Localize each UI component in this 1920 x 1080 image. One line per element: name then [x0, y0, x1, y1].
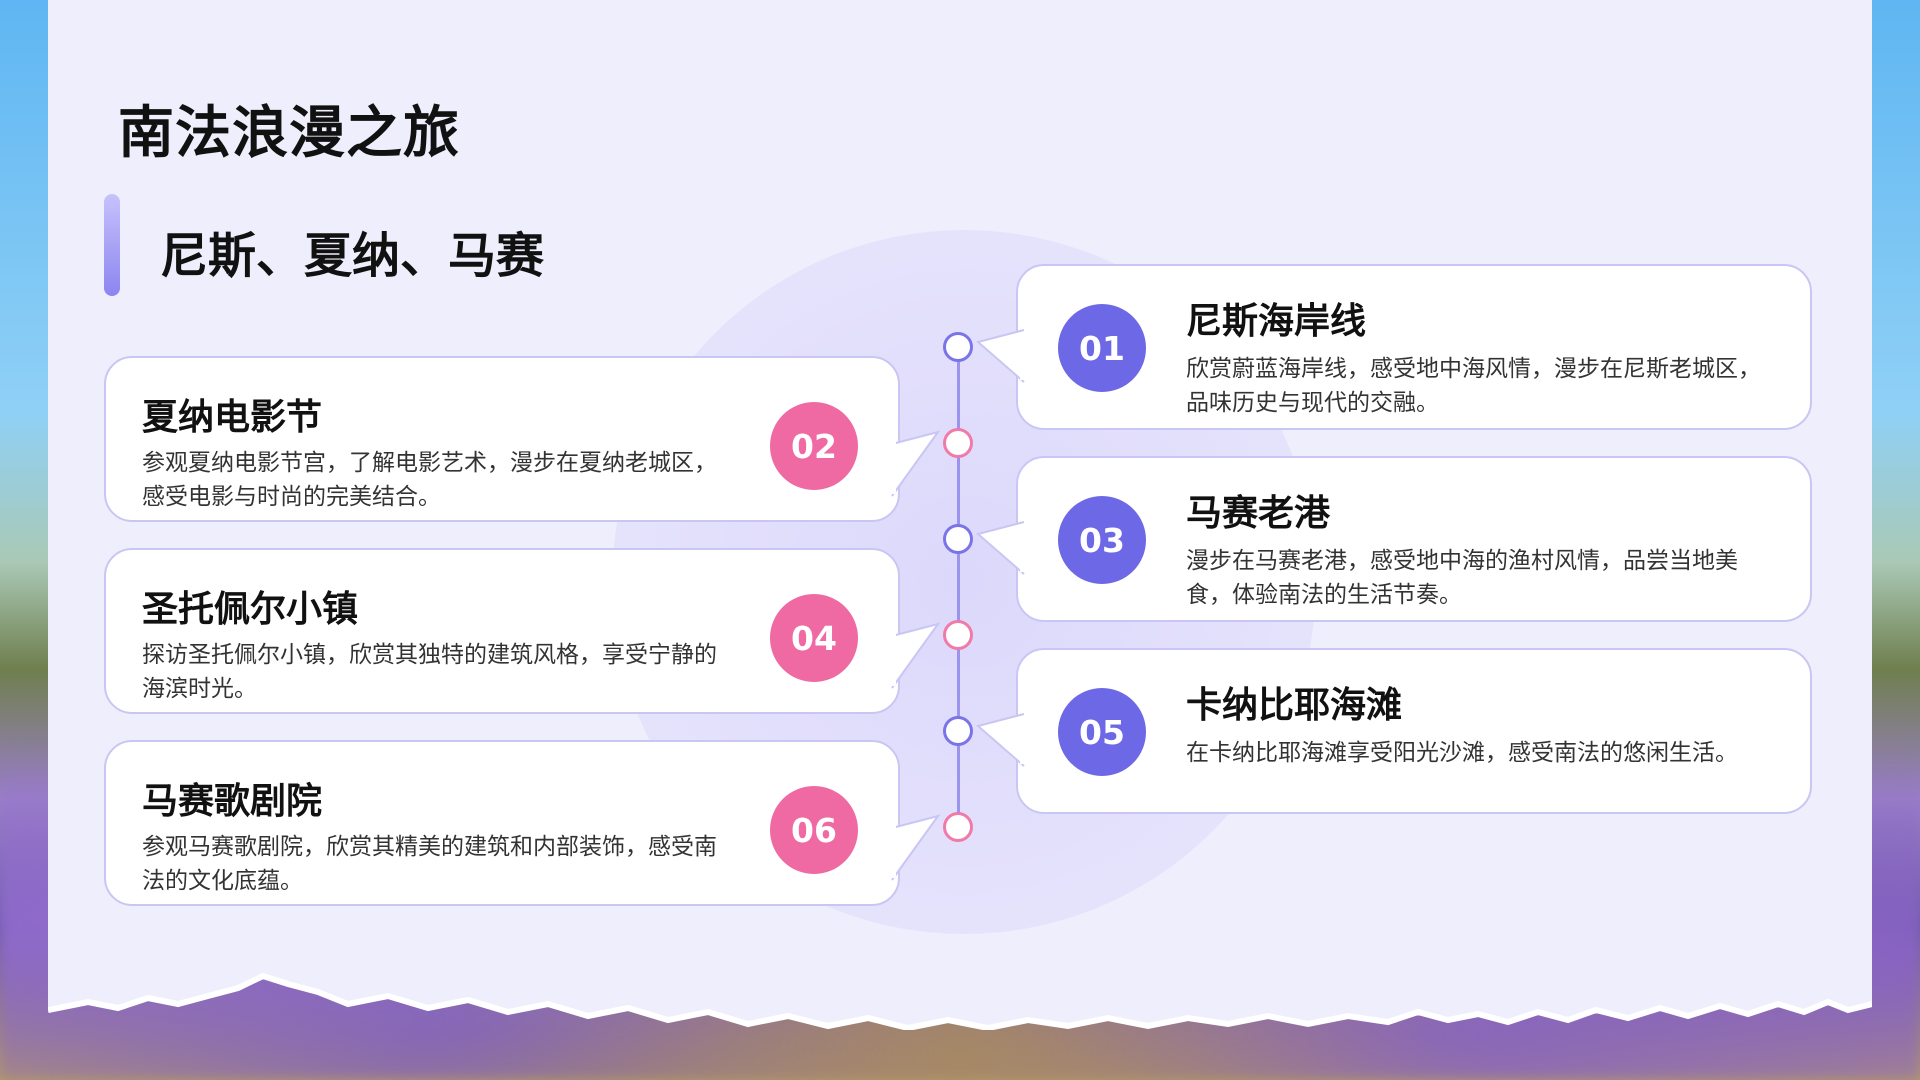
- stop-title: 卡纳比耶海滩: [1186, 685, 1403, 726]
- stop-title: 马赛老港: [1186, 493, 1331, 534]
- stop-title: 圣托佩尔小镇: [142, 589, 359, 630]
- speech-tail: [975, 329, 1028, 383]
- stop-description: 在卡纳比耶海滩享受阳光沙滩，感受南法的悠闲生活。: [1186, 740, 1738, 766]
- stop-card-01: 01 尼斯海岸线 欣赏蔚蓝海岸线，感受地中海风情，漫步在尼斯老城区，品味历史与现…: [975, 264, 1812, 430]
- subtitle-accent-bar: [104, 194, 120, 296]
- timeline-node-05: [943, 716, 973, 746]
- speech-tail: [888, 430, 941, 497]
- step-number-badge: 01: [1058, 304, 1146, 392]
- stop-description: 欣赏蔚蓝海岸线，感受地中海风情，漫步在尼斯老城区，品味历史与现代的交融。: [1186, 356, 1761, 416]
- stop-description: 探访圣托佩尔小镇，欣赏其独特的建筑风格，享受宁静的海滨时光。: [142, 642, 717, 702]
- speech-tail: [888, 814, 941, 881]
- step-number-badge: 05: [1058, 688, 1146, 776]
- timeline-node-03: [943, 524, 973, 554]
- stop-card-05: 05 卡纳比耶海滩 在卡纳比耶海滩享受阳光沙滩，感受南法的悠闲生活。: [975, 648, 1812, 814]
- stop-title: 马赛歌剧院: [142, 781, 323, 822]
- stop-card-04: 04 圣托佩尔小镇 探访圣托佩尔小镇，欣赏其独特的建筑风格，享受宁静的海滨时光。: [104, 548, 941, 714]
- speech-tail: [975, 713, 1028, 767]
- timeline-node-04: [943, 620, 973, 650]
- timeline-node-01: [943, 332, 973, 362]
- timeline-node-06: [943, 812, 973, 842]
- speech-tail: [888, 622, 941, 689]
- stop-description: 参观马赛歌剧院，欣赏其精美的建筑和内部装饰，感受南法的文化底蕴。: [142, 834, 717, 894]
- stop-card-02: 02 夏纳电影节 参观夏纳电影节宫，了解电影艺术，漫步在夏纳老城区，感受电影与时…: [104, 356, 941, 522]
- stop-title: 尼斯海岸线: [1186, 301, 1367, 342]
- timeline-line: [957, 348, 960, 828]
- page-subtitle: 尼斯、夏纳、马赛: [160, 228, 545, 284]
- page-title: 南法浪漫之旅: [118, 101, 460, 166]
- stop-card-03: 03 马赛老港 漫步在马赛老港，感受地中海的渔村风情，品尝当地美食，体验南法的生…: [975, 456, 1812, 622]
- stop-title: 夏纳电影节: [142, 397, 323, 438]
- stop-description: 参观夏纳电影节宫，了解电影艺术，漫步在夏纳老城区，感受电影与时尚的完美结合。: [142, 450, 717, 510]
- timeline-node-02: [943, 428, 973, 458]
- stop-card-06: 06 马赛歌剧院 参观马赛歌剧院，欣赏其精美的建筑和内部装饰，感受南法的文化底蕴…: [104, 740, 941, 906]
- step-number-badge: 02: [770, 402, 858, 490]
- stop-description: 漫步在马赛老港，感受地中海的渔村风情，品尝当地美食，体验南法的生活节奏。: [1186, 548, 1738, 608]
- step-number-badge: 04: [770, 594, 858, 682]
- step-number-badge: 06: [770, 786, 858, 874]
- step-number-badge: 03: [1058, 496, 1146, 584]
- speech-tail: [975, 521, 1028, 575]
